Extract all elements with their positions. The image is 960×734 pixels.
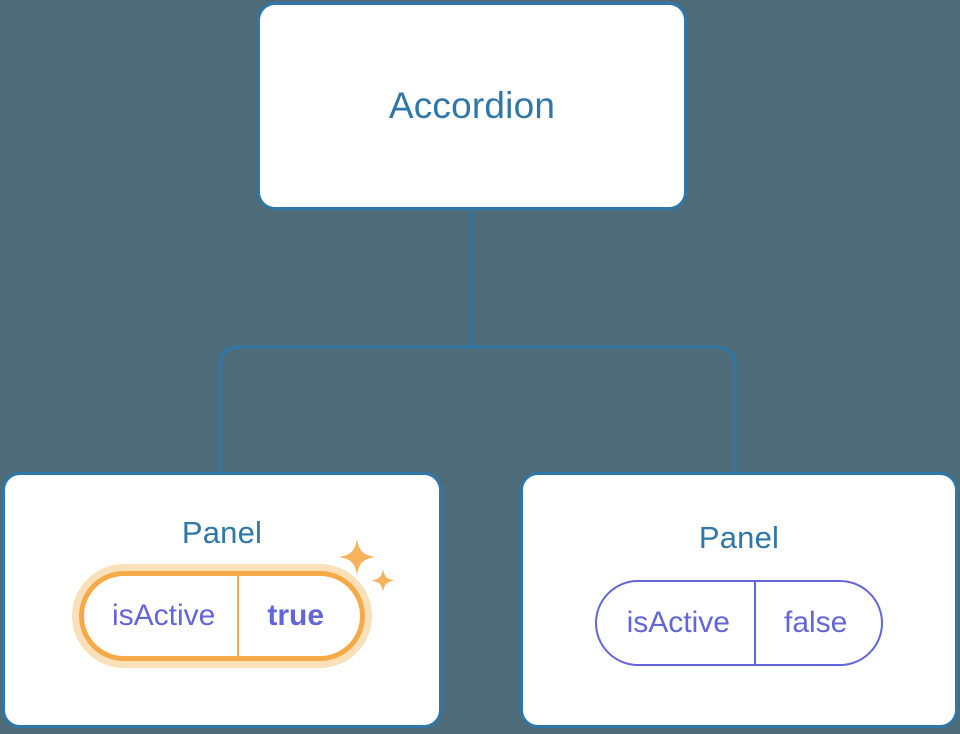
sparkle-small-icon [371,569,395,592]
node-panel-inactive[interactable]: Panel isActive false [520,472,958,728]
prop-value: true [237,576,360,656]
prop-pill-isactive-false[interactable]: isActive false [594,580,884,666]
prop-pill-wrapper-inactive: isActive false [594,580,884,666]
prop-key: isActive [111,599,216,632]
node-accordion-title: Accordion [388,85,556,126]
prop-key: isActive [626,606,730,639]
node-accordion[interactable]: Accordion [257,2,687,210]
prop-pill-wrapper-active: isActive true [78,539,395,661]
connector-branch-bar [218,345,737,472]
sparkle-large-icon [339,539,376,575]
node-panel-active[interactable]: Panel isActive true [2,472,442,728]
node-panel-inactive-title: Panel [698,520,780,555]
prop-value: false [753,582,881,664]
node-panel-active-title: Panel [181,515,263,550]
prop-pill-isactive-true[interactable]: isActive true [78,571,366,661]
